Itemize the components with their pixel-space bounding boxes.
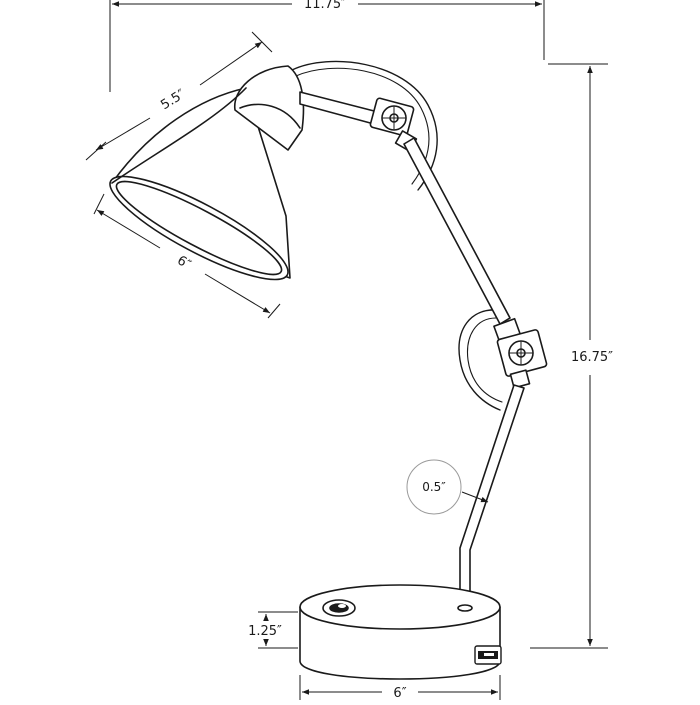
stem-diameter-label: 0.5″ (422, 480, 446, 494)
base-height-label: 1.25″ (248, 624, 282, 639)
overall-width-label: 11.75″ (304, 0, 346, 12)
lower-knob-joint (493, 317, 548, 389)
stem-diameter-callout (406, 459, 462, 515)
lamp-illustration (109, 60, 548, 680)
upper-arm (403, 137, 511, 325)
usb-port (474, 645, 502, 665)
power-cord-lower (458, 309, 501, 411)
shade-diameter-label: 6″ (174, 253, 193, 273)
lamp-shade (109, 65, 305, 281)
lower-stem (459, 384, 525, 607)
dimension-lines (85, 0, 608, 700)
lamp-base (299, 584, 502, 680)
power-cord-upper (291, 60, 438, 191)
upper-knob-joint (369, 97, 418, 152)
shade-length-label: 5.5″ (158, 87, 188, 113)
power-switch (322, 599, 356, 617)
overall-height-label: 16.75″ (571, 350, 613, 365)
base-width-label: 6″ (393, 686, 406, 700)
dimension-labels: 11.75″ 5.5″ 6″ 16.75″ 0.5″ 1.25″ 6″ (158, 0, 613, 701)
